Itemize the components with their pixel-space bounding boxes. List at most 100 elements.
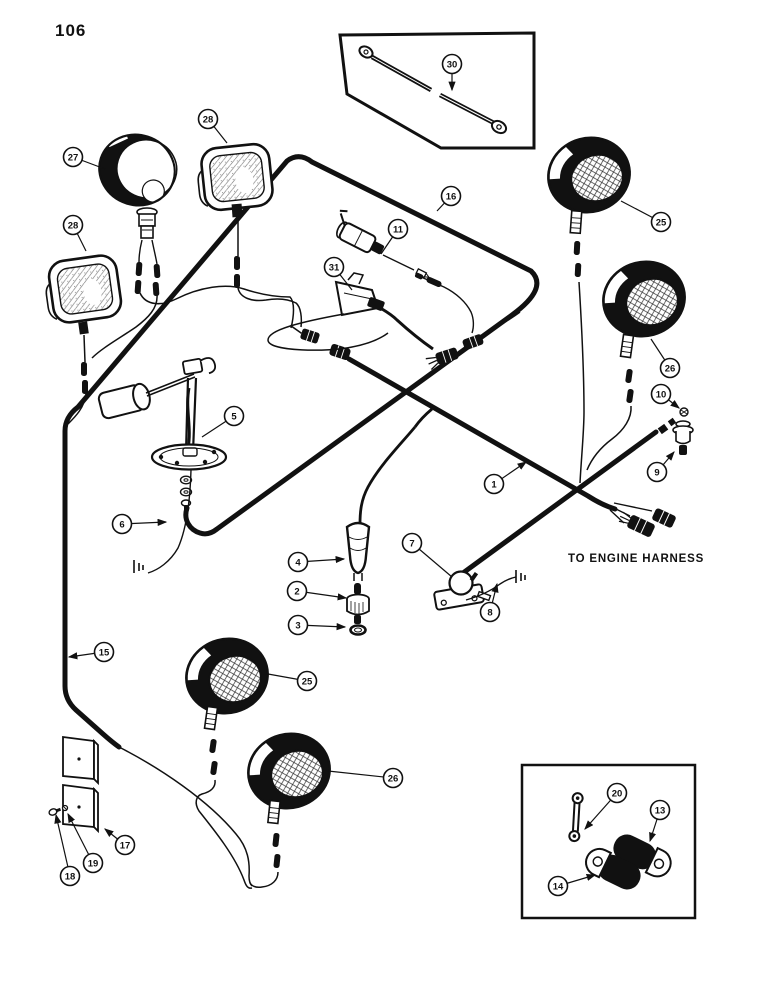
harness-connector-2 xyxy=(329,343,351,361)
callout-19: 19 xyxy=(82,852,104,874)
svg-text:9: 9 xyxy=(654,467,659,478)
svg-text:2: 2 xyxy=(294,586,299,597)
callout-3: 3 xyxy=(287,614,309,636)
callout-15: 15 xyxy=(93,641,115,663)
rubber-boot-4 xyxy=(345,521,371,575)
callout-8: 8 xyxy=(479,601,501,623)
svg-text:27: 27 xyxy=(68,152,79,163)
flood-lamp-28-left xyxy=(40,252,125,327)
callout-28-left: 28 xyxy=(62,214,84,236)
screw-19 xyxy=(61,804,69,812)
svg-text:28: 28 xyxy=(68,220,79,231)
callout-30: 30 xyxy=(441,53,463,75)
callout-26-bottom: 26 xyxy=(382,767,404,789)
toggle-switch-11 xyxy=(336,209,430,279)
callout-9: 9 xyxy=(646,461,668,483)
lamp-27-socket xyxy=(134,207,161,297)
to-engine-harness-label: TO ENGINE HARNESS xyxy=(568,553,704,565)
page-number: 106 xyxy=(55,21,86,40)
svg-text:14: 14 xyxy=(553,881,564,892)
callout-2: 2 xyxy=(286,580,308,602)
lamp-26-bottom-lead xyxy=(249,799,282,888)
svg-text:5: 5 xyxy=(231,411,237,422)
lamp-26-right-lead xyxy=(586,333,635,471)
engine-connector-b xyxy=(652,508,676,528)
svg-text:11: 11 xyxy=(393,224,404,235)
ground-wire-8 xyxy=(465,569,526,601)
callout-6: 6 xyxy=(111,513,133,535)
harness-connector-4 xyxy=(462,334,484,350)
callout-13: 13 xyxy=(649,799,671,821)
switch-cable xyxy=(413,407,433,428)
svg-text:16: 16 xyxy=(446,191,457,202)
head-lamp-26-right xyxy=(593,251,695,347)
svg-text:17: 17 xyxy=(120,840,131,851)
lamp-25-right-lead xyxy=(569,209,585,484)
lamp-28-left-lead xyxy=(67,321,89,425)
flood-lamp-28-top xyxy=(193,141,276,214)
callout-1: 1 xyxy=(483,473,505,495)
lamp-jumper-wires xyxy=(91,285,303,887)
svg-text:30: 30 xyxy=(447,59,458,70)
callout-28-top: 28 xyxy=(197,108,219,130)
head-lamp-25-bottom xyxy=(176,628,278,724)
inset-box-top xyxy=(338,31,536,150)
main-harness-16 xyxy=(62,154,540,750)
svg-text:15: 15 xyxy=(99,647,110,658)
svg-text:7: 7 xyxy=(409,538,414,549)
callout-25-right: 25 xyxy=(650,211,672,233)
callout-25-bottom: 25 xyxy=(296,670,318,692)
svg-text:4: 4 xyxy=(295,557,301,568)
head-lamp-27 xyxy=(98,133,178,207)
svg-text:25: 25 xyxy=(656,217,667,228)
washer-3 xyxy=(349,624,367,636)
engine-harness-branch-1 xyxy=(346,356,653,524)
svg-text:26: 26 xyxy=(388,773,399,784)
callout-10: 10 xyxy=(650,383,672,405)
clamp-7 xyxy=(433,570,492,611)
ground-strap-30 xyxy=(358,45,508,135)
svg-text:10: 10 xyxy=(656,389,667,400)
engine-connector-a xyxy=(618,511,655,537)
callout-11: 11 xyxy=(387,218,409,240)
callout-4: 4 xyxy=(287,551,309,573)
svg-text:25: 25 xyxy=(302,676,313,687)
lamp-25-bottom-lead xyxy=(195,705,253,889)
svg-text:6: 6 xyxy=(119,519,124,530)
svg-text:18: 18 xyxy=(65,871,76,882)
svg-text:26: 26 xyxy=(665,363,676,374)
svg-text:13: 13 xyxy=(655,805,666,816)
svg-text:20: 20 xyxy=(612,788,623,799)
screw-18 xyxy=(48,807,62,816)
svg-text:3: 3 xyxy=(295,620,300,631)
callout-14: 14 xyxy=(547,875,569,897)
svg-text:1: 1 xyxy=(491,479,497,490)
callout-27: 27 xyxy=(62,146,84,168)
light-switch-2 xyxy=(346,593,370,624)
svg-text:19: 19 xyxy=(88,858,99,869)
head-lamp-26-bottom xyxy=(238,723,340,819)
lamp-28-top-lead xyxy=(231,203,243,288)
switch-31 xyxy=(267,272,434,351)
ground-wire-6 xyxy=(133,469,192,574)
svg-text:8: 8 xyxy=(487,607,492,618)
harness-connector-3 xyxy=(425,347,459,370)
harness-connector-1 xyxy=(289,324,320,344)
callout-5: 5 xyxy=(223,405,245,427)
callout-20: 20 xyxy=(606,782,628,804)
link-strap-20 xyxy=(568,792,584,843)
nut-10 xyxy=(679,407,689,417)
svg-text:28: 28 xyxy=(203,114,214,125)
sleeved-lead xyxy=(414,272,475,334)
callout-18: 18 xyxy=(59,865,81,887)
callout-7: 7 xyxy=(401,532,423,554)
callout-31: 31 xyxy=(323,256,345,278)
callout-17: 17 xyxy=(114,834,136,856)
callout-16: 16 xyxy=(440,185,462,207)
fuel-sender-5 xyxy=(97,357,228,514)
mounting-plates-17 xyxy=(62,735,99,834)
connector-lead-wire xyxy=(481,311,521,337)
switch-stack xyxy=(345,426,417,636)
